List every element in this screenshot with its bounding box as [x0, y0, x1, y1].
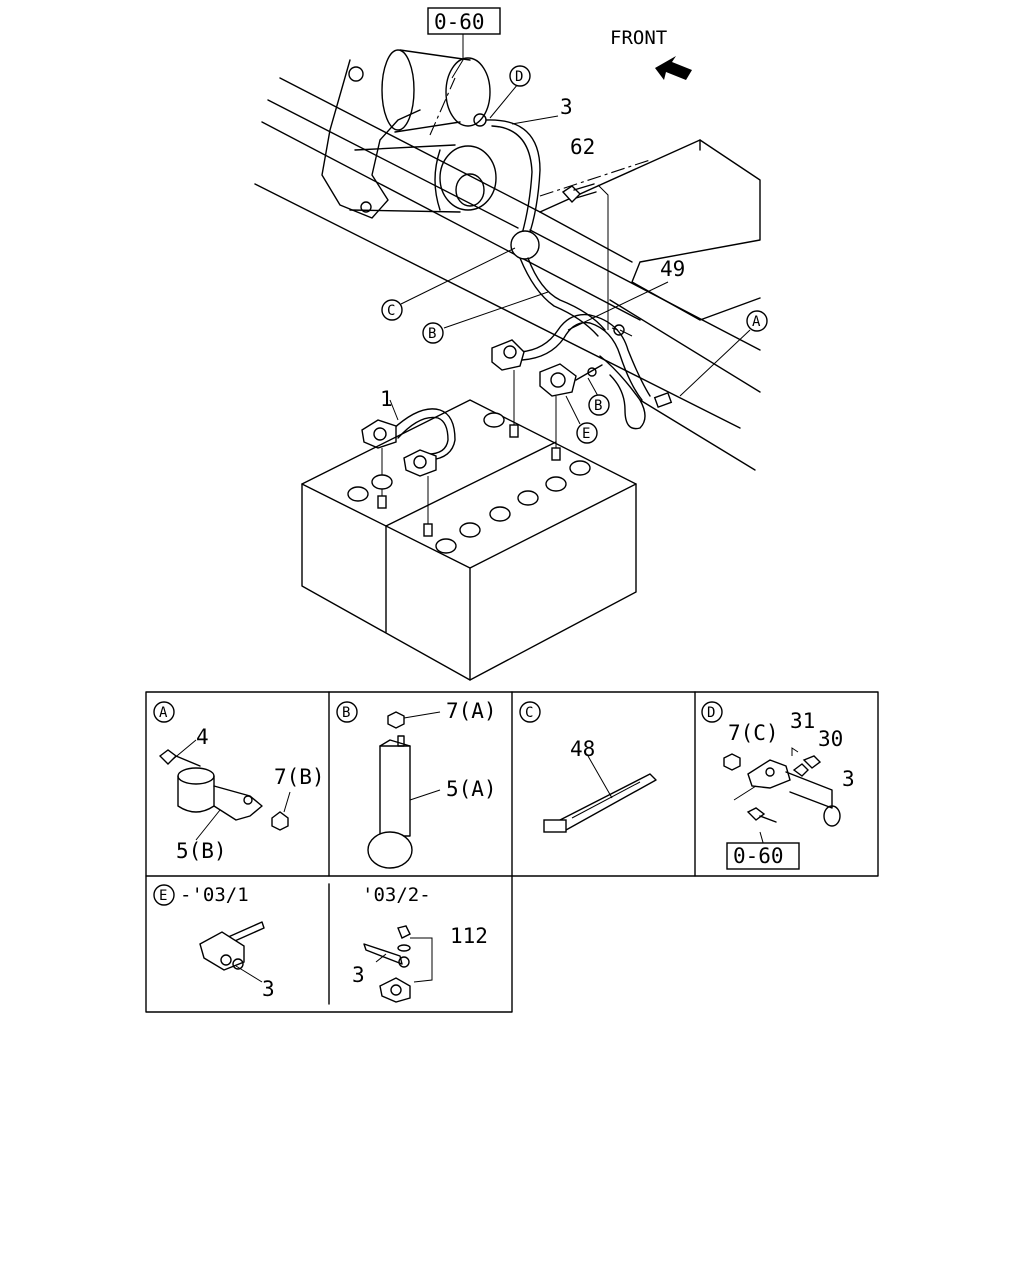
- front-arrow-icon: [655, 56, 692, 80]
- detail-e-left-drawing: [199, 921, 265, 983]
- circle-c-label[interactable]: C: [387, 303, 395, 319]
- detail-letter-circles: [153, 701, 723, 906]
- detail-grid: [145, 691, 879, 1013]
- circle-e-label[interactable]: E: [582, 426, 590, 442]
- detail-d-drawing: [723, 747, 841, 870]
- detail-c-letter: C: [525, 705, 533, 721]
- callout-49[interactable]: 49: [660, 257, 685, 281]
- callout-circles: [381, 65, 768, 444]
- detail-d-letter: D: [707, 705, 715, 721]
- circle-b-label[interactable]: B: [428, 326, 436, 342]
- detail-e-right-part-3[interactable]: 3: [352, 963, 365, 987]
- cable-49: [519, 313, 673, 430]
- detail-e-period-1: -'03/1: [180, 884, 249, 906]
- terminals: [491, 339, 603, 397]
- cable-3: [485, 119, 606, 337]
- front-label: FRONT: [610, 27, 667, 49]
- detail-d-ref[interactable]: 0-60: [733, 844, 784, 868]
- battery-strap-1: [361, 408, 456, 477]
- detail-e-period-2: '03/2-: [362, 884, 431, 906]
- battery: [301, 399, 637, 681]
- circle-a-label[interactable]: A: [752, 314, 761, 330]
- circle-b2-label[interactable]: B: [594, 398, 602, 414]
- small-bolt: [611, 327, 633, 337]
- detail-e-letter: E: [159, 888, 167, 904]
- ref-top-label[interactable]: 0-60: [434, 10, 485, 34]
- nut-marker: [613, 324, 625, 336]
- leaders: [389, 34, 751, 425]
- detail-a-part-4[interactable]: 4: [196, 725, 209, 749]
- detail-e-left-part-3[interactable]: 3: [262, 977, 275, 1001]
- detail-a-letter: A: [159, 705, 168, 721]
- detail-b-part-7a[interactable]: 7(A): [446, 699, 497, 723]
- detail-a-part-7b[interactable]: 7(B): [274, 765, 325, 789]
- detail-e-right-part-112[interactable]: 112: [450, 924, 488, 948]
- detail-d-part-7c[interactable]: 7(C): [728, 721, 779, 745]
- detail-b-letter: B: [342, 705, 350, 721]
- ref-box-top: [427, 7, 501, 35]
- bolt-62: [561, 183, 597, 204]
- detail-b-drawing: [367, 711, 441, 869]
- detail-c-part-48[interactable]: 48: [570, 737, 595, 761]
- starter-motor: [321, 49, 497, 219]
- leader-62: [597, 184, 609, 330]
- callout-62[interactable]: 62: [570, 135, 595, 159]
- detail-d-part-31[interactable]: 31: [790, 709, 815, 733]
- callout-1[interactable]: 1: [380, 387, 393, 411]
- detail-c-drawing: [543, 755, 657, 833]
- detail-d-part-3[interactable]: 3: [842, 767, 855, 791]
- detail-a-part-5b[interactable]: 5(B): [176, 839, 227, 863]
- callout-3[interactable]: 3: [560, 95, 573, 119]
- detail-d-part-30[interactable]: 30: [818, 727, 843, 751]
- circle-d-label[interactable]: D: [515, 69, 523, 85]
- detail-a-drawing: [158, 739, 291, 841]
- detail-b-part-5a[interactable]: 5(A): [446, 777, 497, 801]
- detail-e-right-drawing: [363, 925, 433, 1003]
